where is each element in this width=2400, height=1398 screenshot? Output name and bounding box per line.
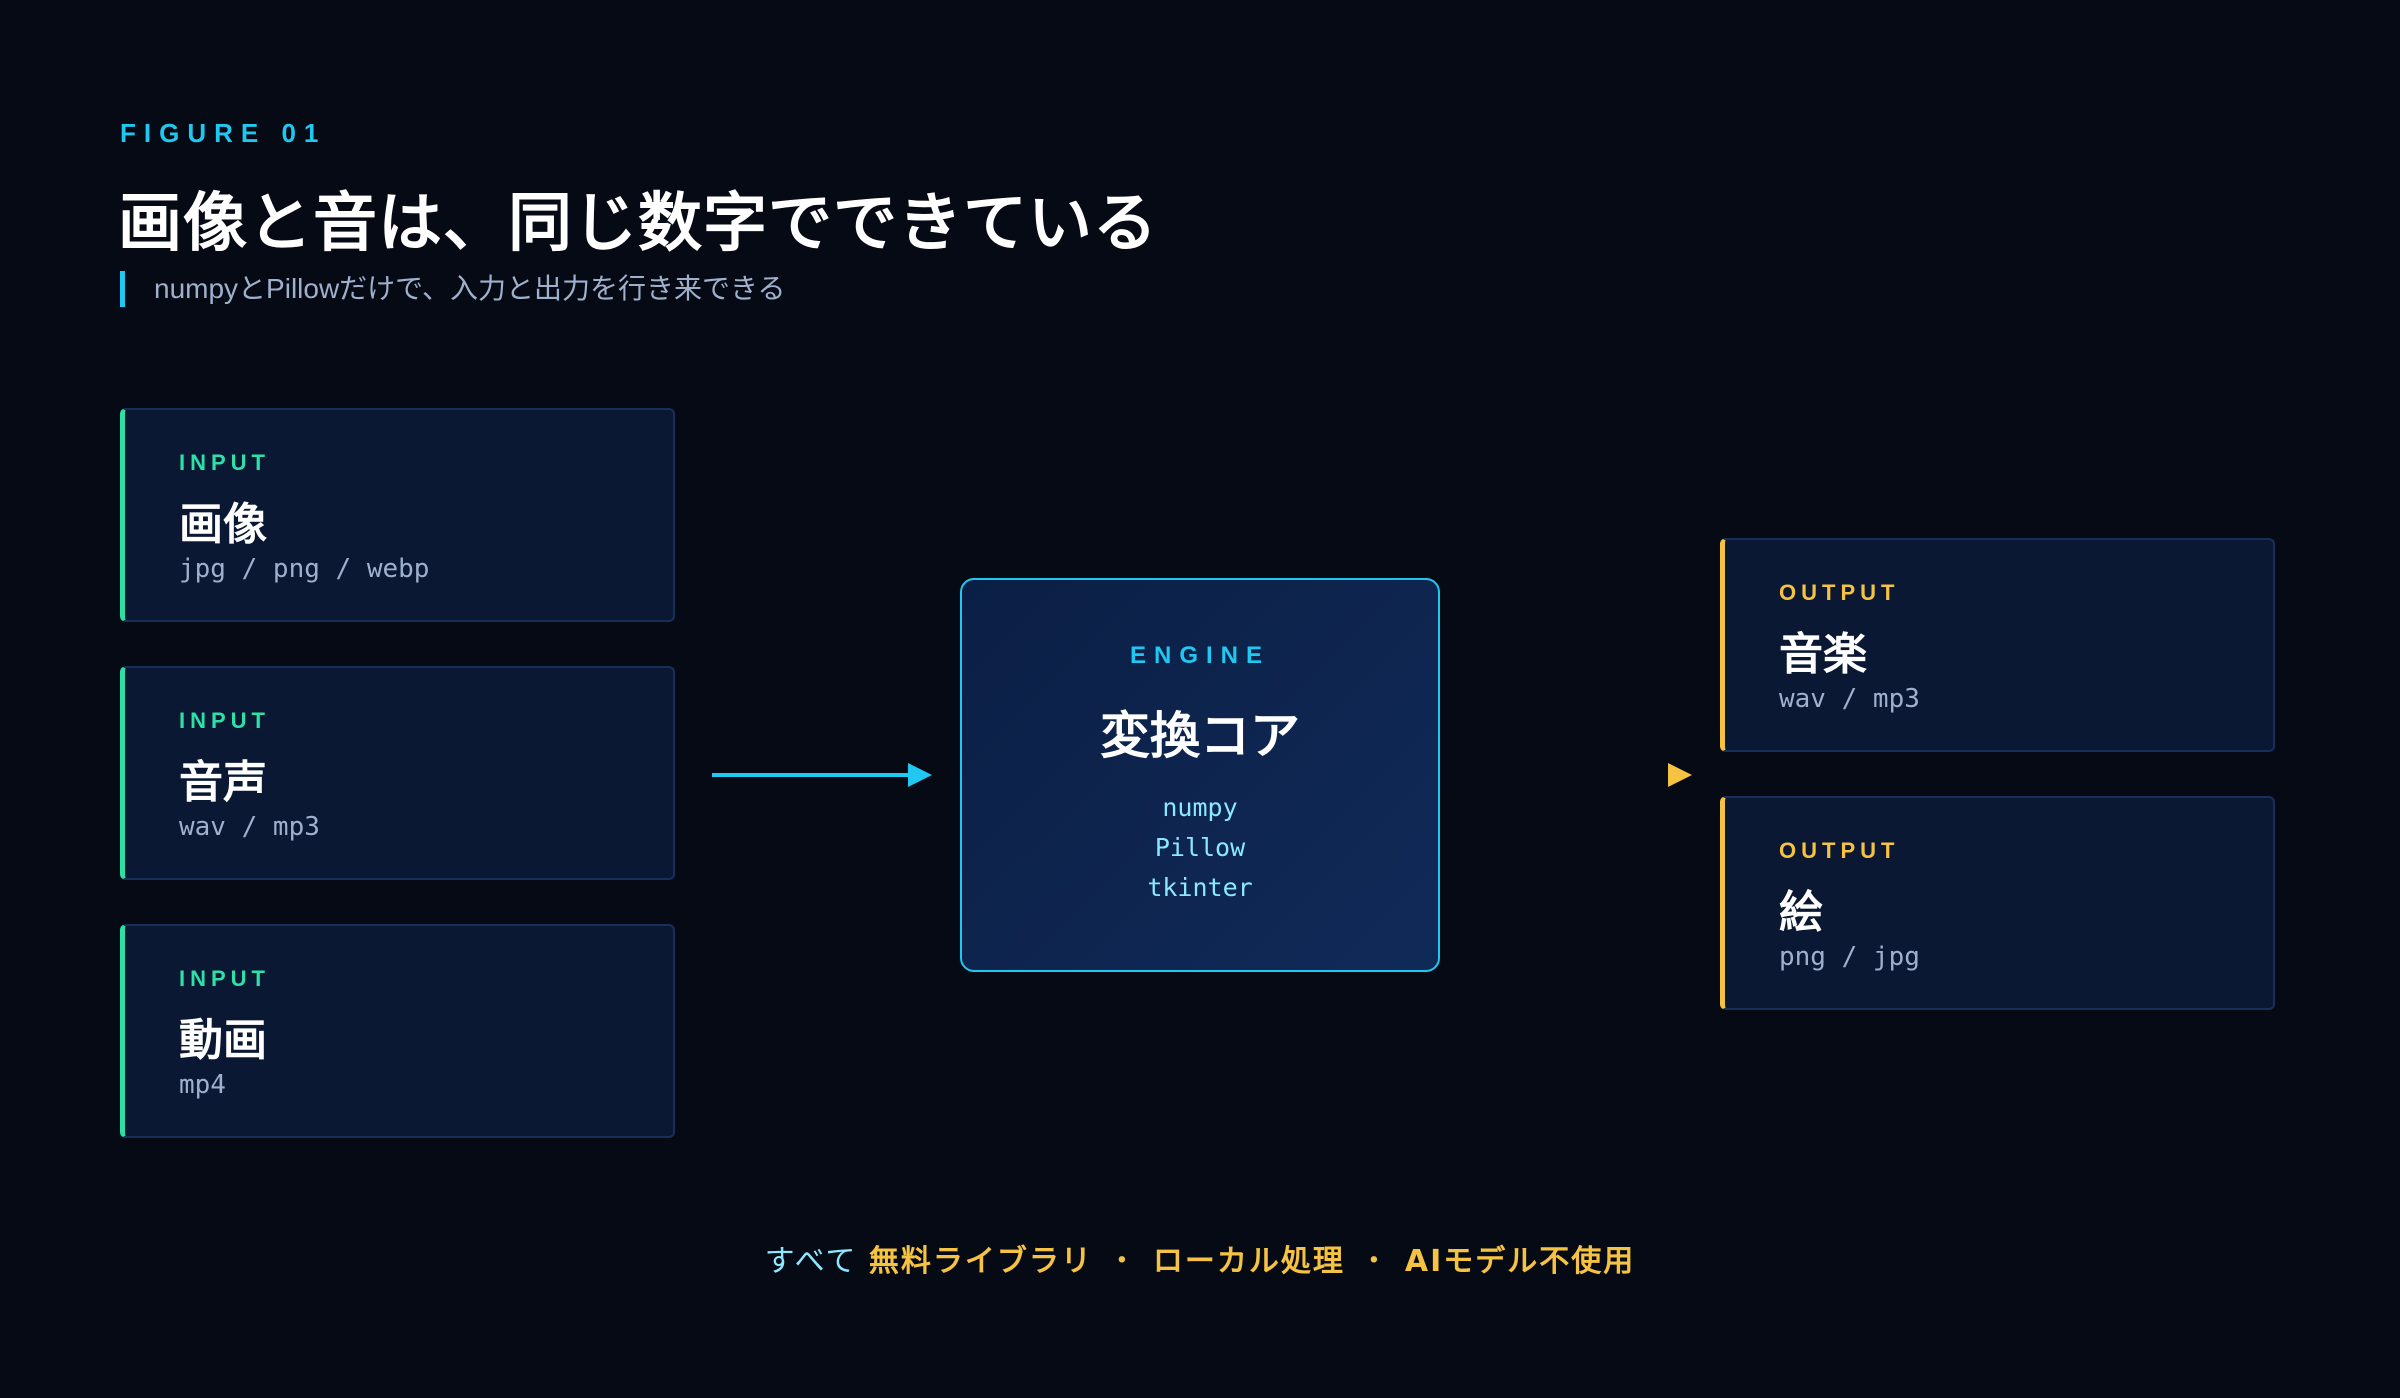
output-name: 音楽 <box>1779 629 1867 680</box>
input-formats: jpg / png / webp <box>179 554 430 584</box>
engine-lib: tkinter <box>1147 873 1253 902</box>
engine-libs: numpy Pillow tkinter <box>962 788 1438 908</box>
input-name: 画像 <box>179 499 267 550</box>
output-name: 絵 <box>1779 887 1823 938</box>
footer-item: ローカル処理 <box>1152 1244 1345 1279</box>
output-card-music: OUTPUT 音楽 wav / mp3 <box>1720 538 2275 752</box>
input-tag: INPUT <box>179 450 270 475</box>
input-formats: wav / mp3 <box>179 812 320 842</box>
page-subtitle: numpyとPillowだけで、入力と出力を行き来できる <box>120 271 786 307</box>
engine-lib: Pillow <box>1154 833 1246 862</box>
footer-separator: ・ <box>1358 1244 1391 1279</box>
arrow-head <box>908 763 932 787</box>
footer-note: すべて 無料ライブラリ・ローカル処理・AIモデル不使用 <box>0 1236 2400 1280</box>
engine-name: 変換コア <box>1100 707 1300 765</box>
output-formats: png / jpg <box>1779 942 1920 972</box>
footer-lead: すべて <box>764 1244 858 1279</box>
input-name: 音声 <box>179 757 267 808</box>
output-card-picture: OUTPUT 絵 png / jpg <box>1720 796 2275 1010</box>
output-tag: OUTPUT <box>1779 580 1900 605</box>
page-title: 画像と音は、同じ数字でできている <box>118 187 1158 261</box>
input-card-video: INPUT 動画 mp4 <box>120 924 675 1138</box>
input-card-image: INPUT 画像 jpg / png / webp <box>120 408 675 622</box>
figure-label: FIGURE 01 <box>120 118 327 148</box>
input-tag: INPUT <box>179 966 270 991</box>
arrow-to-engine <box>712 763 932 787</box>
engine-tag: ENGINE <box>1129 642 1270 669</box>
engine-box: ENGINE 変換コア numpy Pillow tkinter <box>960 578 1440 972</box>
footer-item: AIモデル不使用 <box>1404 1244 1636 1279</box>
input-formats: mp4 <box>179 1070 226 1100</box>
input-tag: INPUT <box>179 708 270 733</box>
output-tag: OUTPUT <box>1779 838 1900 863</box>
output-formats: wav / mp3 <box>1779 684 1920 714</box>
input-name: 動画 <box>179 1015 267 1066</box>
arrow-head <box>1668 763 1692 787</box>
engine-lib: numpy <box>1162 793 1238 822</box>
arrow-to-outputs <box>1472 763 1692 787</box>
footer-item: 無料ライブラリ <box>868 1244 1093 1279</box>
input-card-audio: INPUT 音声 wav / mp3 <box>120 666 675 880</box>
footer-separator: ・ <box>1106 1244 1139 1279</box>
